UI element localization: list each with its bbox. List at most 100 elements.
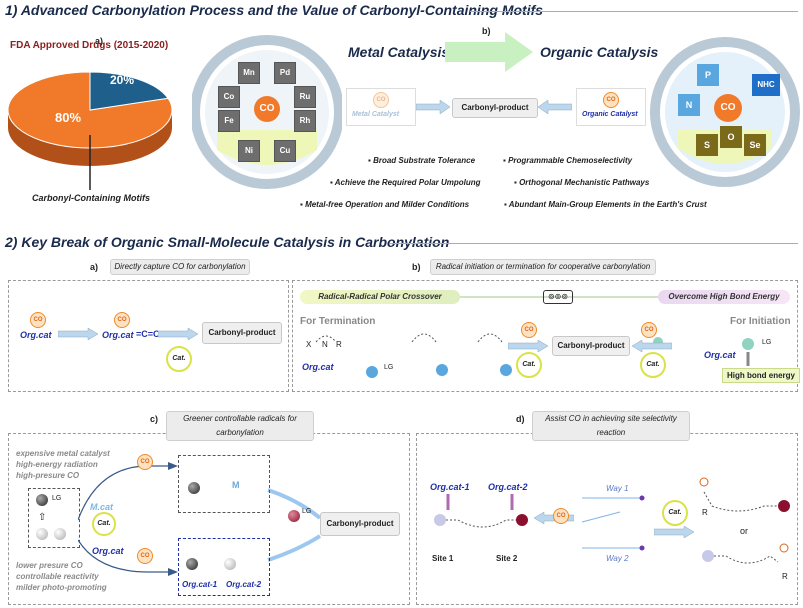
element-o: O xyxy=(720,126,742,148)
a2-orgcat-1: Org.cat xyxy=(20,330,52,340)
bullet-4: ▪ Orthogonal Mechanistic Pathways xyxy=(514,178,650,187)
d2-way-1: Way 1 xyxy=(606,484,629,493)
b2-structures xyxy=(315,333,754,378)
metal-fe: Fe xyxy=(218,110,240,132)
bullet-6: ▪ Abundant Main-Group Elements in the Ea… xyxy=(504,200,707,209)
panel-c2-label: c) xyxy=(150,414,159,424)
c2-org-box xyxy=(178,538,270,596)
b2-ring-1 xyxy=(315,335,337,343)
c2-merge-bottom xyxy=(267,534,322,562)
metal-co: Co xyxy=(218,86,240,108)
b2-n1: N xyxy=(322,340,328,349)
d2-prod1-o xyxy=(699,477,709,487)
b2-ball-1 xyxy=(366,366,378,378)
panel-d2-label: d) xyxy=(516,414,525,424)
metal-cu: Cu xyxy=(274,140,296,162)
b2-crossover: Radical-Radical Polar Crossover xyxy=(300,290,460,304)
b2-ball-3 xyxy=(500,364,512,376)
d2-prod2-o xyxy=(779,543,789,553)
arrow-right-1 xyxy=(416,100,450,114)
c2-substrate-box xyxy=(28,488,80,548)
a2-carbonyl-product: Carbonyl-product xyxy=(202,322,282,344)
metal-ru: Ru xyxy=(294,86,316,108)
element-se: Se xyxy=(744,134,766,156)
c2-m: M xyxy=(232,480,240,490)
section2-title: 2) Key Break of Organic Small-Molecule C… xyxy=(5,234,450,250)
d2-ways xyxy=(581,495,645,551)
d2-mid-line xyxy=(581,511,621,523)
d2-prod2-chain xyxy=(714,555,779,564)
panel-a2-title: Directly capture CO for carbonylation xyxy=(110,259,250,275)
organic-cycle-co-icon: CO xyxy=(714,94,742,122)
b2-bond-energy: Overcome High Bond Energy xyxy=(658,290,790,304)
a2-cat-icon: Cat. xyxy=(166,346,192,372)
d2-prod1-ball xyxy=(778,500,790,512)
panel-d2-title: Assist CO in achieving site selectivity … xyxy=(532,411,690,441)
bullet-4-text: Orthogonal Mechanistic Pathways xyxy=(519,178,650,187)
d2-prod1-chain xyxy=(703,491,778,512)
metal-pd: Pd xyxy=(274,62,296,84)
d2-chain xyxy=(446,519,516,528)
organic-catalysis-title: Organic Catalysis xyxy=(540,44,659,60)
pie-label-20: 20% xyxy=(110,73,134,87)
section1-title: 1) Advanced Carbonylation Process and th… xyxy=(5,2,544,18)
element-n: N xyxy=(678,94,700,116)
panel-a1-label: a) xyxy=(95,36,104,46)
d2-way-2: Way 2 xyxy=(606,554,629,563)
b2-ball-2 xyxy=(436,364,448,376)
c2-org-ball-1 xyxy=(186,558,198,570)
d2-ball-left xyxy=(434,514,446,526)
a2-co-icon: CO xyxy=(30,312,46,328)
section2-rule xyxy=(390,243,798,244)
d2-arrow-out xyxy=(654,526,694,538)
pie-label-80: 80% xyxy=(55,110,81,125)
bullet-3-text: Achieve the Required Polar Umpolung xyxy=(334,178,481,187)
c2-path-bottom xyxy=(78,539,170,573)
b2-initiation: For Initiation xyxy=(730,316,791,327)
pie-chart: 80% 20% xyxy=(7,71,173,190)
b2-lg-left: LG xyxy=(384,364,394,371)
metal-rh: Rh xyxy=(294,110,316,132)
b2-ball-5 xyxy=(742,338,754,350)
d2-orgcat-2: Org.cat-2 xyxy=(488,482,528,492)
d2-site-1: Site 1 xyxy=(432,554,454,563)
section1-rule xyxy=(470,11,798,12)
panel-c2-title: Greener controllable radicals for carbon… xyxy=(166,411,314,441)
panel-b2-label: b) xyxy=(412,262,421,272)
b2-co-icon-2: CO xyxy=(641,322,657,338)
c2-up-arrow: ⇧ xyxy=(38,512,47,523)
big-arrow-shape xyxy=(445,32,533,72)
metal-mn: Mn xyxy=(238,62,260,84)
c2-bottom-note-3: milder photo-promoting xyxy=(16,583,107,592)
pie-slice-20 xyxy=(89,71,169,111)
metal-catalyst-box xyxy=(346,88,416,126)
d2-site-2: Site 2 xyxy=(496,554,518,563)
c2-carbonyl-product: Carbonyl-product xyxy=(320,512,400,536)
panel-b1-label: b) xyxy=(482,26,491,36)
a2-ketene: =C=O xyxy=(136,329,161,339)
b2-arrow-left xyxy=(508,340,548,352)
bullet-1: ▪ Broad Substrate Tolerance xyxy=(368,156,476,165)
c2-path-top-head xyxy=(168,462,178,470)
b2-carbonyl-product: Carbonyl-product xyxy=(552,336,630,356)
c2-metal-box xyxy=(178,455,270,513)
c2-bottom-note-2: controllable reactivity xyxy=(16,572,99,581)
c2-lg-2: LG xyxy=(302,508,312,515)
panel-b2-title: Radical initiation or termination for co… xyxy=(430,259,656,275)
organic-catalyst-co-icon: CO xyxy=(603,92,619,108)
c2-bottom-notes: lower presure CO controllable reactivity… xyxy=(16,560,107,593)
c2-merge-top xyxy=(267,488,322,520)
d2-cat-icon: Cat. xyxy=(662,500,688,526)
c2-mcat: M.cat xyxy=(90,502,114,512)
panel-a2-label: a) xyxy=(90,262,99,272)
a2-co-icon-2: CO xyxy=(114,312,130,328)
metal-catalyst-label: Metal Catalyst xyxy=(352,111,400,118)
d2-way-1-dot xyxy=(639,495,645,501)
c2-orgcat-1: Org.cat-1 xyxy=(182,580,218,589)
b2-cat-icon-left: Cat. xyxy=(516,352,542,378)
b2-ring-3 xyxy=(477,333,503,343)
c2-lg-1: LG xyxy=(52,495,62,502)
b2-high-bond: High bond energy xyxy=(722,368,800,383)
bullet-1-text: Broad Substrate Tolerance xyxy=(373,156,476,165)
c2-top-notes: expensive metal catalyst high-energy rad… xyxy=(16,448,110,481)
